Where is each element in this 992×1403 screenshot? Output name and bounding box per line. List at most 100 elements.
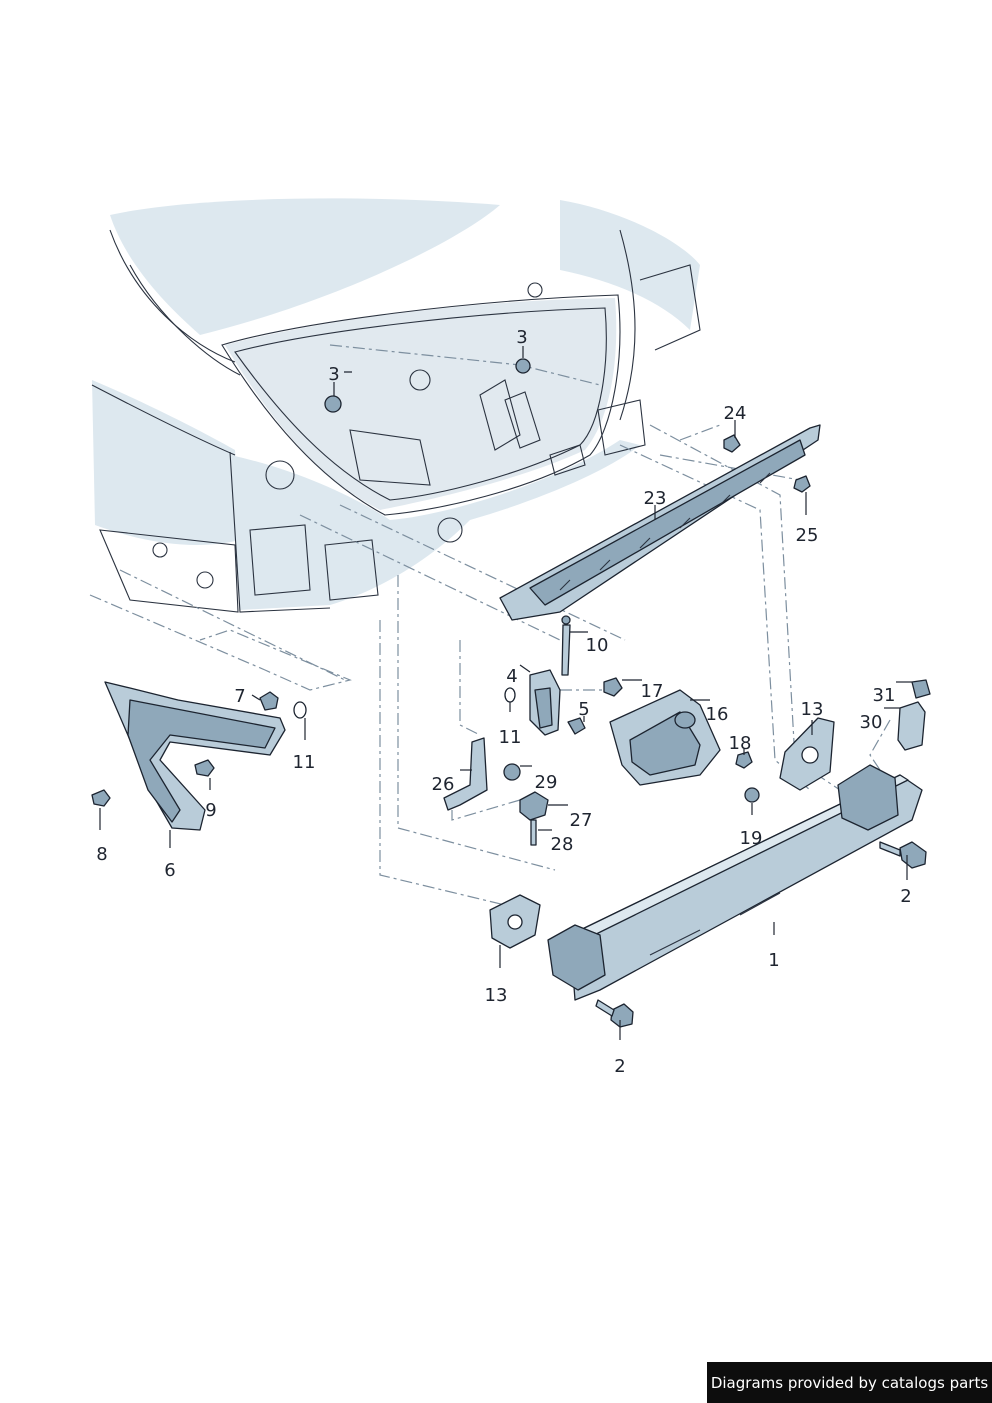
part-27-nut-holder <box>519 791 549 821</box>
callout-26: 26 <box>432 774 455 795</box>
nut <box>515 358 531 374</box>
part-24-clip <box>723 434 741 453</box>
dash-rail-left-1 <box>379 620 506 906</box>
dash-bracket-26 <box>459 640 481 736</box>
plate-hole <box>507 914 523 930</box>
callout-11-left: 11 <box>293 752 316 773</box>
callout-4: 4 <box>506 666 517 687</box>
part-17-clip <box>603 677 623 697</box>
dash-rail-left-2 <box>397 575 556 871</box>
screw-shank <box>530 819 537 846</box>
nut <box>744 787 760 803</box>
part-16-bracket-assembly <box>609 689 721 786</box>
leader-3a <box>333 371 352 396</box>
bolt-head <box>610 1003 634 1028</box>
leader-lines <box>99 346 912 1040</box>
screw <box>91 789 111 807</box>
part-31-clip <box>911 679 931 699</box>
dash-clip-30 <box>869 719 891 771</box>
callout-27: 27 <box>570 810 593 831</box>
callout-30: 30 <box>860 712 883 733</box>
beam-left-crash-box <box>547 924 606 991</box>
part-25-screw <box>793 475 811 493</box>
callout-10: 10 <box>586 635 609 656</box>
part-29-nut <box>503 763 521 781</box>
part-2-bolt-right <box>879 841 927 869</box>
part-3-nut-left <box>324 395 342 413</box>
clip <box>603 677 623 697</box>
callout-1: 1 <box>768 950 779 971</box>
callout-25: 25 <box>796 525 819 546</box>
trunk-inner-outline <box>234 307 607 501</box>
left-panel-hole <box>265 460 295 490</box>
callout-29: 29 <box>535 772 558 793</box>
part-8-screw <box>91 789 111 807</box>
quarter-crease <box>91 384 236 456</box>
callout-8: 8 <box>96 844 107 865</box>
watermark-text: Diagrams provided by catalogs parts <box>710 1373 989 1392</box>
part-11-ring-left <box>293 701 307 719</box>
rear-window-glass <box>110 198 500 335</box>
callout-13-right: 13 <box>801 699 824 720</box>
part-10-long-bolt <box>561 615 571 676</box>
part-7-clip <box>259 691 279 711</box>
part-26-bracket <box>443 737 488 811</box>
screw <box>735 751 753 769</box>
part-5-bolt <box>567 717 586 735</box>
dash-clip-25 <box>659 454 801 481</box>
holder <box>519 791 549 821</box>
part-13-plate-left <box>489 894 541 949</box>
dash-left-bracket-2 <box>119 569 346 681</box>
watermark-banner: Diagrams provided by catalogs parts <box>707 1362 992 1403</box>
clip <box>723 434 741 453</box>
rail-face <box>529 439 806 606</box>
left-tail-bolt <box>152 542 168 558</box>
callout-3-left: 3 <box>328 364 339 385</box>
left-lamp-pocket <box>249 524 311 596</box>
part-23-mounting-rail <box>499 424 821 621</box>
nut <box>324 395 342 413</box>
ring <box>504 687 516 703</box>
rear-panel-left-edge <box>229 451 331 613</box>
callout-9: 9 <box>205 800 216 821</box>
callout-18: 18 <box>729 733 752 754</box>
bolt-head <box>561 615 571 625</box>
vehicle-rear-body <box>91 198 701 613</box>
part-18-screw <box>735 751 753 769</box>
callout-6: 6 <box>164 860 175 881</box>
leader-7 <box>251 694 261 701</box>
beam-right-crash-box <box>837 764 899 831</box>
dash-center-2 <box>339 504 626 641</box>
left-quarter-panel <box>92 380 240 545</box>
part-9-screw <box>194 759 215 777</box>
rear-panel <box>230 440 640 610</box>
callout-24: 24 <box>724 403 747 424</box>
trunk-opening-outline <box>221 294 621 516</box>
floor-hole-right <box>527 282 543 298</box>
part-13-plate-right <box>779 717 835 791</box>
leader-4 <box>519 664 531 673</box>
c-pillar-left <box>109 229 236 363</box>
callout-5: 5 <box>578 699 589 720</box>
ring <box>293 701 307 719</box>
dash-clip-24 <box>679 424 721 441</box>
trunk-floor <box>225 298 617 510</box>
part-2-bolt-left <box>595 999 634 1028</box>
bracket <box>443 737 488 811</box>
clip <box>911 679 931 699</box>
part-30-holder <box>897 701 926 751</box>
floor-recess <box>549 444 586 476</box>
center-panel-hole <box>437 517 463 543</box>
callout-19: 19 <box>740 828 763 849</box>
bolt <box>567 717 586 735</box>
callout-3-right: 3 <box>516 327 527 348</box>
bracket-face <box>534 687 553 729</box>
part-6-side-guide <box>104 681 286 831</box>
bolt-head <box>899 841 927 869</box>
callout-31: 31 <box>873 685 896 706</box>
bolt-shank <box>561 624 571 676</box>
clip <box>259 691 279 711</box>
callout-16: 16 <box>706 704 729 725</box>
callout-23: 23 <box>644 488 667 509</box>
